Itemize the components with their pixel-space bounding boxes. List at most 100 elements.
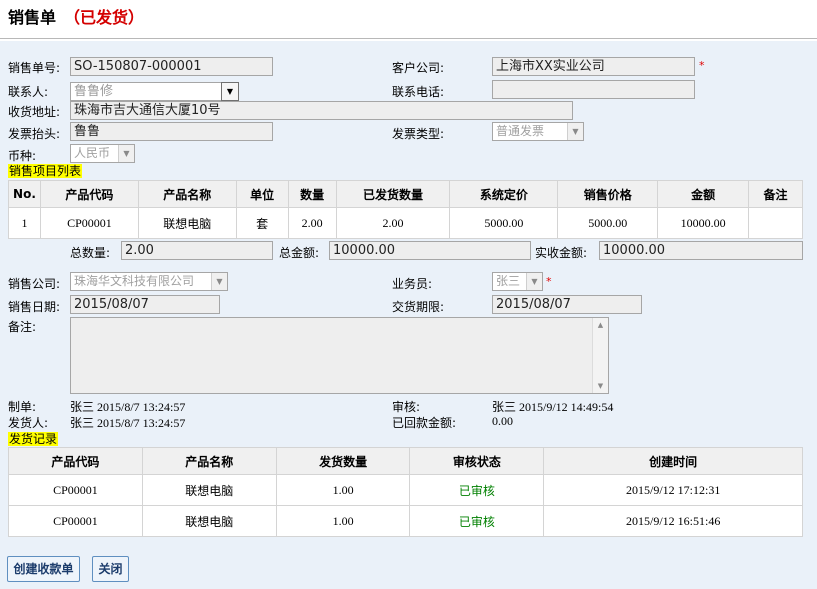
currency-select[interactable]: 人民币 ▼ — [70, 144, 135, 163]
cell-created-time: 2015/9/12 17:12:31 — [543, 474, 803, 506]
salesman-value: 张三 — [496, 274, 521, 288]
phone-field[interactable] — [492, 80, 695, 99]
col-shipped-qty: 已发货数量 — [335, 180, 451, 208]
cell-created-time: 2015/9/12 16:51:46 — [543, 505, 803, 537]
salesman-required-mark: * — [546, 275, 552, 288]
col-sale-price: 销售价格 — [557, 180, 659, 208]
cell-sale-price: 5000.00 — [557, 207, 659, 239]
creator-value: 张三 2015/8/7 13:24:57 — [70, 400, 186, 414]
chevron-down-icon: ▼ — [567, 123, 583, 140]
table-row[interactable]: CP00001 联想电脑 1.00 已审核 2015/9/12 17:12:31 — [8, 474, 803, 506]
actual-amount-label: 实收金额: — [535, 246, 588, 260]
sales-company-label: 销售公司: — [8, 277, 61, 291]
contact-dropdown-button[interactable]: ▼ — [221, 82, 239, 101]
cell-product-name: 联想电脑 — [137, 207, 237, 239]
customer-required-mark: * — [699, 59, 705, 72]
auditor-label: 审核: — [392, 400, 421, 414]
sale-date-field[interactable]: 2015/08/07 — [70, 295, 220, 314]
salesman-label: 业务员: — [392, 277, 433, 291]
items-header-row: No. 产品代码 产品名称 单位 数量 已发货数量 系统定价 销售价格 金额 备… — [8, 180, 803, 208]
invoice-title-label: 发票抬头: — [8, 127, 61, 141]
shipper-label: 发货人: — [8, 416, 49, 430]
shipments-table: 产品代码 产品名称 发货数量 审核状态 创建时间 CP00001 联想电脑 1.… — [8, 447, 803, 537]
remark-textarea[interactable]: ▲ ▼ — [70, 317, 609, 394]
address-field[interactable]: 珠海市吉大通信大厦10号 — [70, 101, 573, 120]
title-divider — [0, 38, 817, 39]
sales-company-select[interactable]: 珠海华文科技有限公司 ▼ — [70, 272, 228, 291]
cell-product-code: CP00001 — [8, 474, 143, 506]
total-qty-label: 总数量: — [70, 246, 111, 260]
total-qty-field[interactable]: 2.00 — [121, 241, 273, 260]
remark-scrollbar[interactable]: ▲ ▼ — [592, 318, 608, 393]
sales-company-value: 珠海华文科技有限公司 — [74, 274, 195, 288]
scroll-down-icon[interactable]: ▼ — [597, 382, 604, 390]
shipper-value: 张三 2015/8/7 13:24:57 — [70, 416, 186, 430]
shipments-section-title: 发货记录 — [8, 432, 59, 446]
col-shipped-qty: 发货数量 — [275, 447, 411, 475]
actual-amount-field[interactable]: 10000.00 — [599, 241, 803, 260]
invoice-type-label: 发票类型: — [392, 127, 445, 141]
page-title-text: 销售单 — [8, 8, 57, 27]
sale-date-label: 销售日期: — [8, 300, 61, 314]
col-remark: 备注 — [748, 180, 803, 208]
cell-product-name: 联想电脑 — [141, 474, 277, 506]
shipments-header-row: 产品代码 产品名称 发货数量 审核状态 创建时间 — [8, 447, 803, 475]
col-list-price: 系统定价 — [449, 180, 559, 208]
contact-label: 联系人: — [8, 85, 49, 99]
order-no-label: 销售单号: — [8, 61, 61, 75]
address-label: 收货地址: — [8, 105, 61, 119]
col-product-name: 产品名称 — [141, 447, 277, 475]
items-section-title: 销售项目列表 — [8, 164, 83, 178]
cell-list-price: 5000.00 — [449, 207, 559, 239]
chevron-down-icon: ▼ — [226, 87, 234, 96]
total-amount-field[interactable]: 10000.00 — [329, 241, 531, 260]
customer-field[interactable]: 上海市XX实业公司 — [492, 57, 695, 76]
cell-no: 1 — [8, 207, 41, 239]
received-amount-label: 已回款金额: — [392, 416, 457, 430]
cell-product-name: 联想电脑 — [141, 505, 277, 537]
cell-audit-status: 已审核 — [409, 505, 545, 537]
delivery-date-field[interactable]: 2015/08/07 — [492, 295, 642, 314]
auditor-value: 张三 2015/9/12 14:49:54 — [492, 400, 614, 414]
phone-label: 联系电话: — [392, 85, 445, 99]
page-title: 销售单 （已发货） — [8, 4, 145, 27]
cell-qty: 2.00 — [287, 207, 337, 239]
col-created-time: 创建时间 — [543, 447, 803, 475]
col-product-name: 产品名称 — [137, 180, 237, 208]
order-no-field[interactable]: SO-150807-000001 — [70, 57, 273, 76]
cell-remark — [748, 207, 803, 239]
currency-value: 人民币 — [74, 146, 111, 160]
cell-product-code: CP00001 — [8, 505, 143, 537]
received-amount-value: 0.00 — [492, 414, 513, 428]
col-product-code: 产品代码 — [8, 447, 143, 475]
col-qty: 数量 — [287, 180, 337, 208]
chevron-down-icon: ▼ — [211, 273, 227, 290]
customer-label: 客户公司: — [392, 61, 445, 75]
creator-label: 制单: — [8, 400, 37, 414]
create-receipt-button[interactable]: 创建收款单 — [7, 556, 80, 582]
contact-field[interactable]: 鲁鲁修 — [70, 82, 222, 101]
total-amount-label: 总金额: — [279, 246, 320, 260]
delivery-date-label: 交货期限: — [392, 300, 445, 314]
cell-shipped-qty: 1.00 — [275, 474, 411, 506]
col-product-code: 产品代码 — [39, 180, 139, 208]
invoice-type-select[interactable]: 普通发票 ▼ — [492, 122, 584, 141]
invoice-type-value: 普通发票 — [496, 124, 545, 138]
invoice-title-field[interactable]: 鲁鲁 — [70, 122, 273, 141]
chevron-down-icon: ▼ — [526, 273, 542, 290]
remark-label: 备注: — [8, 320, 37, 334]
col-amount: 金额 — [657, 180, 750, 208]
table-row[interactable]: CP00001 联想电脑 1.00 已审核 2015/9/12 16:51:46 — [8, 505, 803, 537]
col-no: No. — [8, 180, 41, 208]
cell-product-code: CP00001 — [39, 207, 139, 239]
table-row[interactable]: 1 CP00001 联想电脑 套 2.00 2.00 5000.00 5000.… — [8, 207, 803, 239]
chevron-down-icon: ▼ — [118, 145, 134, 162]
scroll-up-icon[interactable]: ▲ — [597, 321, 604, 329]
salesman-select[interactable]: 张三 ▼ — [492, 272, 543, 291]
cell-audit-status: 已审核 — [409, 474, 545, 506]
order-status: （已发货） — [64, 8, 145, 27]
close-button[interactable]: 关闭 — [92, 556, 129, 582]
cell-amount: 10000.00 — [657, 207, 750, 239]
cell-unit: 套 — [235, 207, 289, 239]
cell-shipped-qty: 2.00 — [335, 207, 451, 239]
